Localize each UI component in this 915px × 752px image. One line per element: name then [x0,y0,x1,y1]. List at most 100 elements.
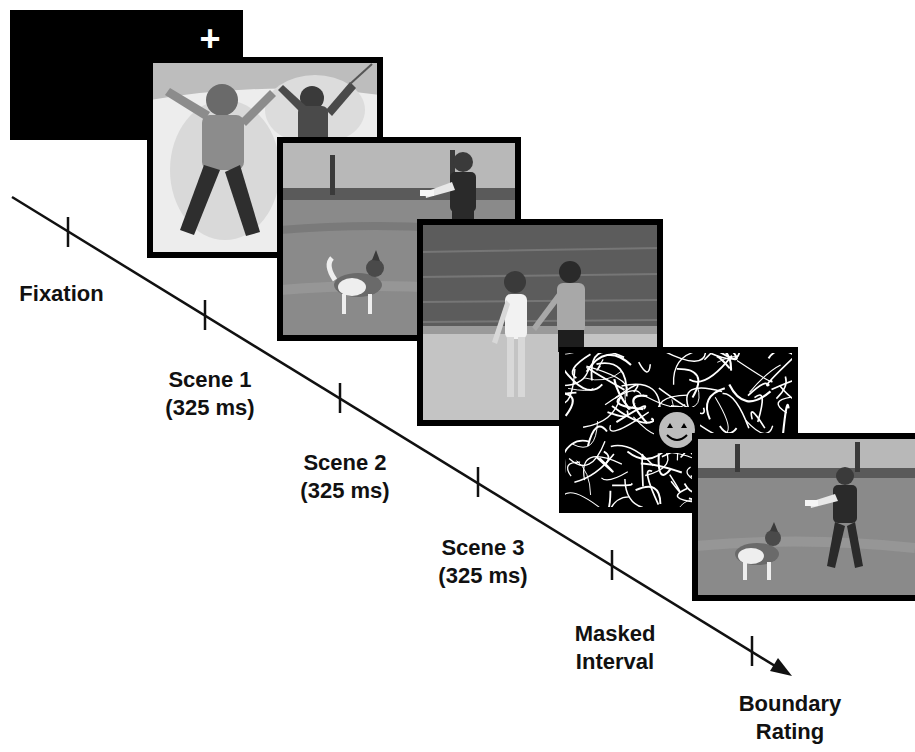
illustration-shape [636,487,661,504]
illustration-shape [592,352,624,381]
illustration-shape [770,522,778,532]
illustration-shape [625,479,643,508]
illustration-shape [639,362,651,372]
illustration-shape [515,486,559,494]
illustration-shape [667,435,687,440]
illustration-shape [827,522,845,568]
illustration-shape [339,383,342,413]
illustration-shape [572,421,597,447]
illustration-shape [206,84,238,116]
illustration-shape [670,475,680,492]
phase-label: Scene 3 (325 ms) [426,534,541,590]
illustration-shape [633,396,647,424]
illustration-shape [450,172,476,212]
illustration-shape [240,90,276,126]
illustration-shape [280,140,518,195]
illustration-shape [557,283,585,333]
illustration-shape [477,467,480,497]
illustration-shape [695,468,915,478]
illustration-shape [715,397,728,432]
illustration-shape [670,316,679,352]
illustration-shape [535,393,576,420]
illustration-shape [641,464,682,473]
illustration-shape [280,188,518,200]
illustration-shape [330,155,335,195]
illustration-shape [735,543,779,565]
illustration-shape [420,326,660,334]
illustration-shape [420,222,660,332]
illustration-shape [180,165,220,235]
illustration-shape [597,359,603,370]
illustration-shape [420,222,660,423]
illustration-shape [601,472,627,480]
illustration-shape [587,367,624,389]
illustration-shape [748,383,768,395]
phase-label: Scene 1 (325 ms) [153,366,268,422]
illustration-shape [597,363,627,396]
illustration-shape [751,412,765,428]
illustration-shape [372,250,380,261]
illustration-shape [707,388,725,419]
phase-label: Masked Interval [558,620,673,676]
illustration-shape [342,294,346,314]
illustration-shape [765,530,781,546]
illustration-shape [750,365,781,392]
scene-3-photo [420,222,660,423]
illustration-shape [507,337,514,397]
illustration-shape [836,467,854,485]
illustration-shape [847,522,863,568]
illustration-shape [573,354,591,378]
illustration-shape [366,259,384,277]
illustration-shape [604,452,609,464]
illustration-shape [735,444,740,472]
illustration-shape [611,550,614,580]
illustration-shape [612,484,632,486]
illustration-shape [608,411,628,417]
illustration-shape [783,405,789,436]
illustration-shape [751,636,754,666]
illustration-shape [805,500,818,506]
phase-label: Fixation [4,280,119,308]
illustration-shape [170,100,280,240]
illustration-shape [492,300,510,344]
illustration-shape [778,397,791,413]
illustration-shape [674,351,699,385]
illustration-shape [67,217,70,247]
illustration-shape [770,658,792,676]
illustration-shape [534,369,562,383]
illustration-shape [527,507,561,525]
illustration-shape [559,261,581,283]
illustration-shape [746,420,773,433]
illustration-shape [659,412,695,448]
illustration-shape [204,300,207,330]
illustration-shape [518,337,525,397]
illustration-shape [695,541,915,548]
illustration-shape [532,292,561,331]
phase-label: Scene 2 (325 ms) [288,449,403,505]
illustration-shape [165,88,210,120]
illustration-shape [538,388,559,400]
illustration-shape [583,396,621,427]
illustration-shape [723,393,749,428]
illustration-shape [505,294,527,339]
illustration-shape [329,258,335,280]
illustration-shape [504,271,526,293]
illustration-shape [265,75,365,145]
illustration-shape [667,423,687,428]
illustration-shape [643,395,685,407]
boundary-rating-photo [695,436,915,598]
illustration-shape [420,222,660,423]
illustration-shape [833,485,857,523]
illustration-shape [420,222,660,423]
illustration-shape [695,436,915,598]
illustration-shape [420,190,434,196]
illustration-shape [737,361,772,382]
illustration-shape [711,333,739,359]
illustration-shape [677,369,699,398]
illustration-shape [338,278,366,296]
illustration-shape [453,152,473,172]
illustration-shape [326,82,356,116]
illustration-shape [420,248,660,322]
illustration-shape [225,165,260,236]
